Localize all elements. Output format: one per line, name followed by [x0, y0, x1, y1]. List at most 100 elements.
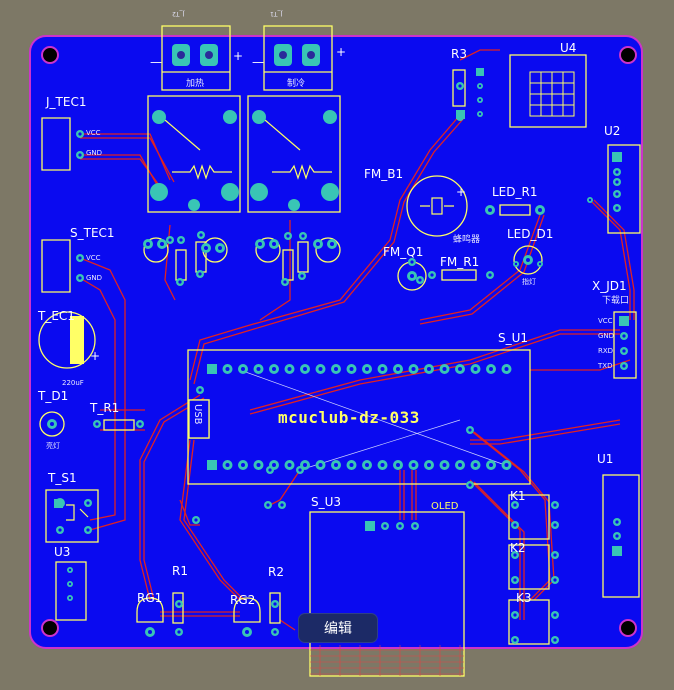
pad-hole	[410, 260, 414, 264]
pad-hole	[396, 367, 400, 371]
pad-hole	[473, 463, 478, 467]
pad-hole	[349, 367, 354, 371]
label-usb: USB	[192, 404, 203, 425]
pad-hole	[198, 388, 202, 392]
pad-hole	[68, 568, 72, 572]
label-minus-1: —	[150, 55, 162, 69]
label-r2: R2	[268, 565, 284, 579]
pad-hole	[318, 367, 323, 371]
pad-hole	[442, 463, 447, 467]
label-cap-plus: +	[90, 349, 101, 363]
label-rg1: RG1	[137, 591, 163, 605]
pad-hole	[204, 246, 208, 250]
label-j-tec1-gnd: GND	[86, 149, 103, 157]
pad-holes	[50, 70, 626, 642]
pad-hole	[615, 206, 619, 210]
pad-hole	[272, 463, 276, 467]
pad-hole	[478, 112, 482, 116]
pad-hole	[349, 463, 354, 467]
pad-hole	[513, 578, 517, 582]
pad-hole	[95, 422, 99, 426]
pad-hole	[199, 233, 203, 237]
pad-hole	[478, 84, 482, 88]
pad-hole	[513, 523, 517, 527]
pad-hole	[430, 273, 434, 277]
terminal-pad-holes	[177, 51, 315, 59]
label-j-tec1-vcc: VCC	[86, 129, 101, 137]
pad-hole	[513, 503, 517, 507]
label-led-r1: LED_R1	[492, 185, 538, 199]
pad-hole	[427, 367, 431, 371]
pad-hole	[146, 242, 150, 246]
pad-hole	[78, 256, 82, 260]
pad-hole	[287, 367, 292, 371]
pad-hole	[177, 630, 181, 634]
label-x-txd: TXD	[598, 362, 613, 370]
label-k1: K1	[510, 489, 526, 503]
pad-hole	[489, 463, 493, 467]
label-t-d1: T_D1	[38, 389, 69, 403]
pad-hole	[225, 367, 230, 371]
label-t-ec1: T_EC1	[38, 309, 75, 323]
pad-hole	[283, 280, 287, 284]
label-u4: U4	[560, 41, 577, 55]
pad-hole	[58, 528, 62, 532]
pad-hole	[615, 534, 619, 538]
pad-hole	[468, 428, 472, 432]
pad-hole	[489, 367, 493, 371]
pad-hole	[266, 503, 270, 507]
pad-hole	[615, 170, 619, 174]
label-j-tec1: J_TEC1	[46, 95, 87, 109]
label-oled: OLED	[431, 501, 459, 512]
pad-hole	[273, 602, 277, 606]
pad-hole	[458, 84, 462, 88]
pad-hole	[442, 367, 447, 371]
pad-hole	[241, 463, 245, 467]
label-t-r1: T_R1	[90, 401, 120, 415]
pad-hole	[398, 524, 402, 528]
relay-symbols	[164, 119, 332, 180]
pad-hole	[273, 630, 277, 634]
oled-hatch	[310, 645, 464, 676]
pad-hole	[50, 422, 54, 426]
label-t-s1: T_S1	[48, 471, 77, 485]
label-x-gnd: GND	[598, 332, 615, 340]
component-symbols	[66, 197, 454, 521]
pad-hole	[138, 422, 142, 426]
pad-hole	[168, 238, 172, 242]
label-minus-2: —	[252, 55, 264, 69]
pad-hole	[198, 272, 202, 276]
pad-hole	[615, 180, 619, 184]
pad-hole	[380, 367, 385, 371]
label-x-rxd: RXD	[598, 347, 614, 355]
pad-hole	[245, 630, 249, 634]
label-light2: 亮灯	[46, 442, 60, 450]
pad-hole	[538, 262, 542, 266]
label-s-u1: S_U1	[498, 331, 529, 345]
mounting-holes	[41, 46, 637, 637]
pad-hole	[588, 198, 592, 202]
pad-hole	[334, 367, 338, 371]
pad-hole	[68, 582, 72, 586]
pad-hole	[538, 208, 542, 212]
label-led-d1: LED_D1	[507, 227, 554, 241]
pad-hole	[513, 613, 517, 617]
pad-hole	[280, 503, 284, 507]
label-heat2: 制冷	[287, 79, 306, 89]
pad-hole	[256, 463, 261, 467]
pad-hole	[160, 242, 164, 246]
board-title: mcuclub-dz-033	[278, 408, 420, 427]
pad-hole	[334, 463, 338, 467]
pad-hole	[303, 463, 307, 467]
label-download-port: 下载口	[602, 296, 630, 306]
square-pads	[54, 68, 629, 556]
pad-hole	[78, 276, 82, 280]
pad-hole	[316, 242, 320, 246]
edit-button[interactable]: 编辑	[298, 613, 378, 643]
label-s-tec1: S_TEC1	[70, 226, 115, 240]
usb-outline	[188, 399, 210, 439]
pad-hole	[148, 630, 152, 634]
pad-hole	[194, 518, 198, 522]
label-j-t1: J_T1	[270, 10, 283, 17]
